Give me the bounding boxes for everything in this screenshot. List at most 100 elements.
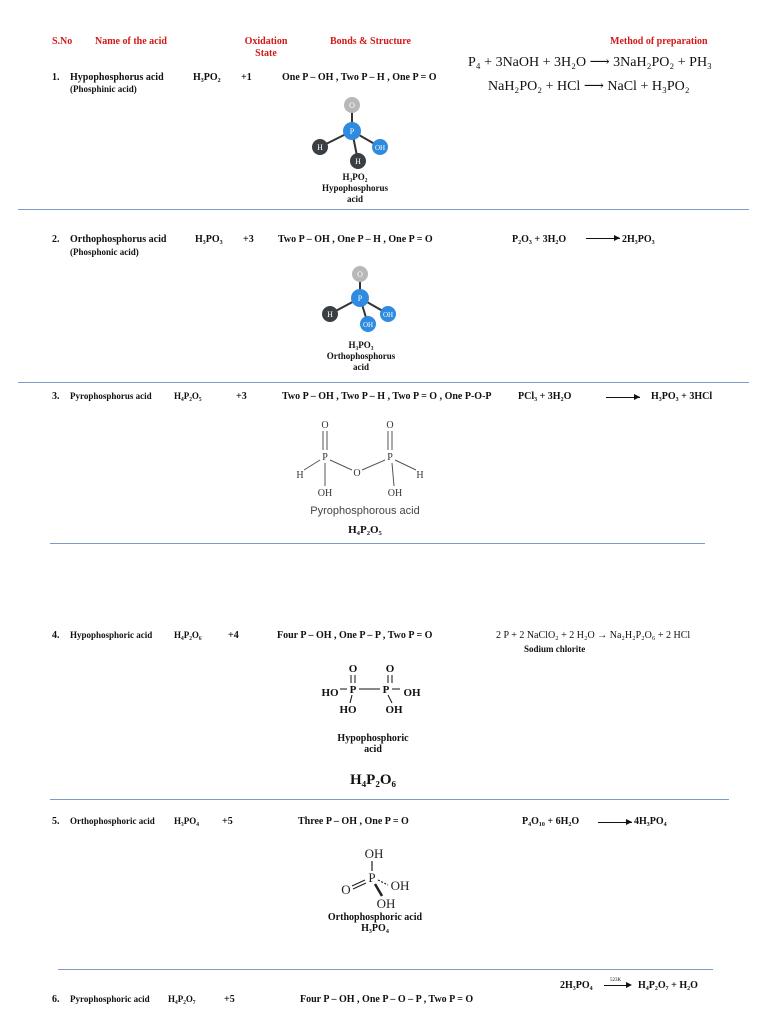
hydrogen-atom: [312, 139, 328, 155]
acid-alt-name: (Phosphinic acid): [70, 84, 137, 94]
equation-1: P₄ + 3NaOH + 3H₂O ⟶ 3NaH₂PO₂ + PH₃: [468, 55, 712, 70]
caption-acid: acid: [352, 362, 369, 372]
row-divider: [50, 543, 705, 544]
arrow-head-icon: [626, 819, 632, 825]
label-p: P: [383, 684, 390, 696]
arrow-head-icon: [634, 394, 640, 400]
bonds-text: Four P – OH , One P – P , Two P = O: [277, 630, 433, 641]
arrow-head-icon: [614, 235, 620, 241]
equation-left: PCl₃ + 3H₂O: [518, 391, 572, 402]
oxidation-state: +3: [236, 391, 247, 402]
caption-acid: acid: [364, 744, 382, 755]
caption-name: Pyrophosphorous acid: [310, 505, 420, 517]
label-oh: OH: [377, 896, 396, 911]
acid-formula: H₄P₂O₇: [168, 994, 196, 1004]
label-oh: OH: [365, 846, 384, 861]
bonds-text: Two P – OH , Two P – H , Two P = O , One…: [282, 391, 492, 402]
header-sno: S.No: [52, 36, 73, 47]
row-number: 3.: [52, 391, 60, 402]
header-oxidation-line1: Oxidation: [244, 36, 288, 47]
structure-orthophosphorus: O P H OH OH: [322, 266, 396, 332]
structure-hypophosphorus: O P H OH H: [312, 97, 388, 169]
label-h: H: [416, 470, 423, 481]
caption-formula: H₄P₂O₆: [350, 772, 396, 788]
label-p: P: [322, 452, 328, 463]
acid-formula: H₃PO₂: [193, 72, 221, 83]
row-divider: [58, 969, 713, 970]
label-o: O: [353, 468, 360, 479]
structure-caption: Hypophosphoric acid: [318, 733, 428, 755]
label-ho: HO: [339, 704, 357, 716]
structure-caption: H₃PO₃ Orthophosphorus acid: [306, 340, 416, 373]
acid-name: Pyrophosphorus acid: [70, 391, 152, 401]
acid-alt-name: (Phosphonic acid): [70, 247, 139, 257]
structure-hypophosphoric: O O P P HO OH HO OH: [321, 663, 421, 716]
structure-orthophosphoric: OH P O OH OH: [341, 846, 410, 911]
oxidation-state: +3: [243, 234, 254, 245]
row-number: 1.: [52, 72, 60, 83]
row-number: 2.: [52, 234, 60, 245]
oxidation-state: +5: [222, 816, 233, 827]
label-p: P: [350, 684, 357, 696]
caption-name: Hypophosphoric: [337, 733, 409, 744]
equation-right: H₃PO₃ + 3HCl: [651, 391, 713, 402]
hydroxyl-atom: [372, 139, 388, 155]
bonds-text: One P – OH , Two P – H , One P = O: [282, 72, 437, 83]
acid-name: Hypophosphorus acid: [70, 72, 164, 83]
row-number: 5.: [52, 816, 60, 827]
label-o: O: [341, 882, 350, 897]
label-o: O: [321, 420, 328, 431]
label-p: P: [368, 870, 375, 885]
equation-left: P₄O₁₀ + 6H₂O: [522, 816, 580, 827]
label-ho: HO: [321, 687, 339, 699]
acid-formula: H₄P₂O₆: [174, 630, 202, 640]
oxidation-state: +4: [228, 630, 239, 641]
acid-name: Orthophosphorus acid: [70, 234, 167, 245]
arrow-icon: [598, 822, 632, 823]
acid-name: Pyrophosphoric acid: [70, 994, 150, 1004]
label-oh: OH: [318, 488, 332, 499]
header-oxidation-state: Oxidation State: [236, 36, 296, 60]
oxygen-atom: [352, 266, 368, 282]
label-h: H: [327, 310, 333, 319]
bonds-text: Three P – OH , One P = O: [298, 816, 409, 827]
row-number: 4.: [52, 630, 60, 641]
label-oh: OH: [375, 144, 385, 152]
header-acid-name: Name of the acid: [95, 36, 167, 47]
caption-acid: acid: [346, 194, 363, 204]
label-oh: OH: [391, 878, 410, 893]
bonds-text: Two P – OH , One P – H , One P = O: [278, 234, 433, 245]
acid-formula: H₃PO₄: [174, 816, 199, 826]
equation-left: 2H₃PO₄: [560, 980, 593, 991]
caption-formula: H₄P₂O₅: [348, 524, 382, 536]
phosphorus-atom: [343, 122, 361, 140]
label-p: P: [387, 452, 393, 463]
phosphorus-atom: [351, 289, 369, 307]
label-oh: OH: [383, 311, 393, 319]
label-h: H: [296, 470, 303, 481]
oxidation-state: +5: [224, 994, 235, 1005]
label-h: H: [355, 157, 361, 166]
header-bonds-structure: Bonds & Structure: [330, 36, 411, 47]
arrow-icon: [606, 397, 640, 398]
caption-formula: H₃PO₃: [348, 340, 374, 350]
label-o: O: [349, 663, 358, 675]
equation-right: 2H₃PO₃: [622, 234, 655, 245]
hydroxyl-atom: [380, 306, 396, 322]
caption-name: Orthophosphorus: [326, 351, 396, 361]
equation-right: H₄P₂O₇ + H₂O: [638, 980, 698, 991]
acid-name: Hypophosphoric acid: [70, 630, 153, 640]
equation-2: NaH₂PO₂ + HCl ⟶ NaCl + H₃PO₂: [488, 79, 690, 94]
row-number: 6.: [52, 994, 60, 1005]
acid-formula: H₃PO₃: [195, 234, 223, 245]
equation-left: P₂O₃ + 3H₂O: [512, 234, 567, 245]
oxygen-atom: [344, 97, 360, 113]
structure-caption: Orthophosphoric acid H₃PO₄: [305, 912, 445, 934]
label-o: O: [357, 270, 363, 279]
hydrogen-atom: [322, 306, 338, 322]
label-oh: OH: [385, 704, 403, 716]
structure-caption: H₃PO₂ Hypophosphorus acid: [300, 172, 410, 205]
oxidation-state: +1: [241, 72, 252, 83]
label-oh: OH: [388, 488, 402, 499]
bonds-text: Four P – OH , One P – O – P , Two P = O: [300, 994, 474, 1005]
